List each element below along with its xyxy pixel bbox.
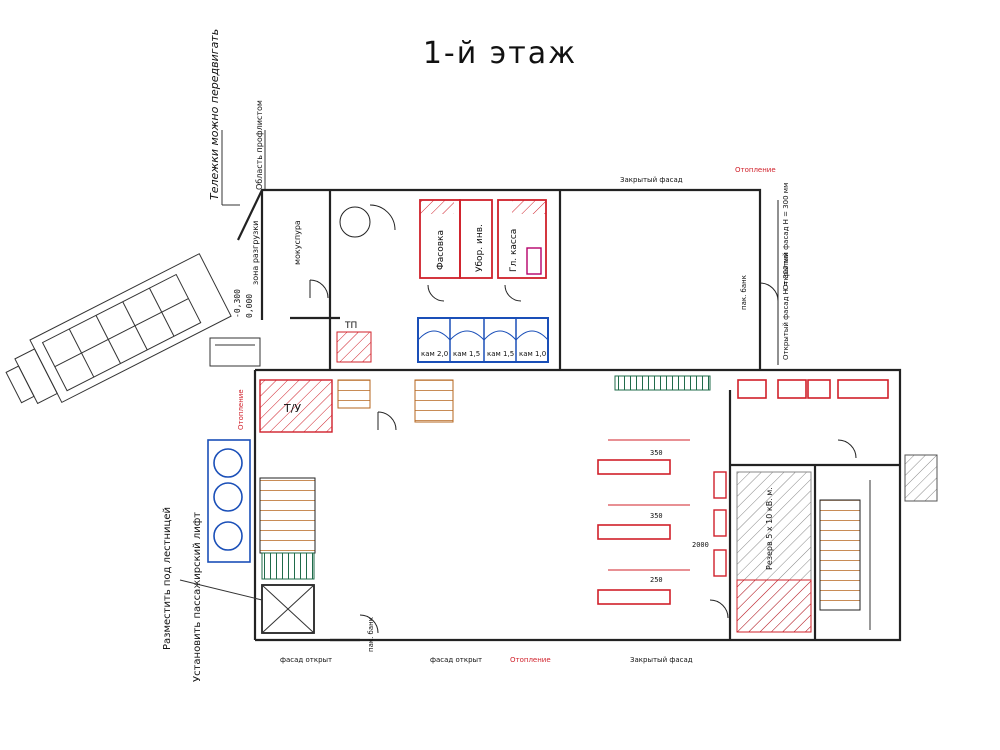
- stairs-left: [337, 379, 371, 409]
- tp-box: [336, 331, 372, 363]
- room-tu: [259, 379, 333, 433]
- svg-text:Разместить под лестницей: Разместить под лестницей: [162, 507, 173, 650]
- cooling-label-4: кам 1,0: [519, 350, 546, 358]
- cooling-chambers: кам 2,0 кам 1,5 кам 1,5 кам 1,0: [417, 317, 549, 363]
- dim-4: 2000: [692, 541, 709, 549]
- level-1: -0,300: [233, 289, 242, 318]
- ramp: [209, 337, 261, 367]
- svg-text:пак. банк: пак. банк: [740, 275, 748, 310]
- lift-shaft: [261, 584, 315, 634]
- svg-text:Открытый фасад Н = 300 мм: Открытый фасад Н = 300 мм: [782, 253, 790, 360]
- sign-area-note: Область профлистом: [255, 100, 264, 190]
- dim-1: 350: [650, 449, 663, 457]
- svg-text:Установить пассажирский лифт: Установить пассажирский лифт: [192, 512, 203, 682]
- bank-label-bottom: пак. банк: [367, 617, 375, 652]
- label-cashier: Гл. касса: [509, 229, 519, 272]
- reserve-label: Резерв 5 x 10 кВ. м.: [765, 487, 774, 570]
- dock-boundary-label: мокуспура: [293, 220, 302, 265]
- heating-marker-bottom: Отопление: [510, 656, 551, 664]
- level-2: 0,000: [245, 294, 254, 318]
- label-cleaning: Убор. инв.: [475, 224, 485, 272]
- svg-text:Открытый фасад Н = 300 мм: Открытый фасад Н = 300 мм: [782, 183, 790, 290]
- svg-text:мокуспура: мокуспура: [293, 220, 302, 265]
- facade-closed-top: Закрытый фасад: [620, 176, 683, 184]
- svg-text:0,000: 0,000: [245, 294, 254, 318]
- stairs-green-top: [614, 375, 711, 391]
- label-tu: Т/У: [283, 402, 301, 415]
- svg-text:-0,300: -0,300: [233, 289, 242, 318]
- svg-text:Область профлистом: Область профлистом: [255, 100, 264, 190]
- heating-marker-left: Отопление: [237, 389, 245, 430]
- stairs-mid: [414, 379, 454, 423]
- svg-text:зона разгрузки: зона разгрузки: [251, 221, 260, 285]
- facade-open-top: Открытый фасад Н = 300 мм: [782, 183, 790, 290]
- room-cleaning: [459, 199, 493, 279]
- svg-text:пак. банк: пак. банк: [367, 617, 375, 652]
- heating-marker-top: Отопление: [735, 166, 776, 174]
- facade-bottom-mid: фасад открыт: [430, 656, 482, 664]
- truck: [5, 253, 232, 405]
- bank-label-top: пак. банк: [740, 275, 748, 310]
- facade-bottom-right: Закрытый фасад: [630, 656, 693, 664]
- ramp-right: [904, 454, 938, 502]
- unloading-zone-label: зона разгрузки: [251, 221, 260, 285]
- plan-title: 1-й этаж: [422, 36, 578, 71]
- cooling-label-2: кам 1,5: [453, 350, 480, 358]
- dim-3: 250: [650, 576, 663, 584]
- cooling-label-1: кам 2,0: [421, 350, 448, 358]
- facade-bottom-left: фасад открыт: [280, 656, 332, 664]
- cooling-label-3: кам 1,5: [487, 350, 514, 358]
- svg-text:Тележки можно передвигать: Тележки можно передвигать: [208, 29, 221, 200]
- facade-open-bottom: Открытый фасад Н = 300 мм: [782, 253, 790, 360]
- label-tp: ТП: [344, 321, 357, 331]
- doors: [309, 279, 857, 634]
- stairs-green-left: [261, 552, 315, 580]
- stairwell-left: [259, 477, 316, 554]
- fan-units: [207, 439, 251, 563]
- dim-2: 350: [650, 512, 663, 520]
- label-packing: Фасовка: [436, 230, 446, 270]
- lift-note-2: Установить пассажирский лифт: [192, 512, 203, 682]
- rotary-table: [339, 206, 371, 238]
- equipment-row: [737, 379, 889, 399]
- svg-text:Резерв 5 x 10 кВ. м.: Резерв 5 x 10 кВ. м.: [765, 487, 774, 570]
- stairwell-right: [819, 499, 861, 611]
- carts-note: Тележки можно передвигать: [208, 29, 221, 200]
- svg-text:Отопление: Отопление: [237, 389, 245, 430]
- lift-note-1: Разместить под лестницей: [162, 507, 173, 650]
- checkouts: [597, 439, 727, 605]
